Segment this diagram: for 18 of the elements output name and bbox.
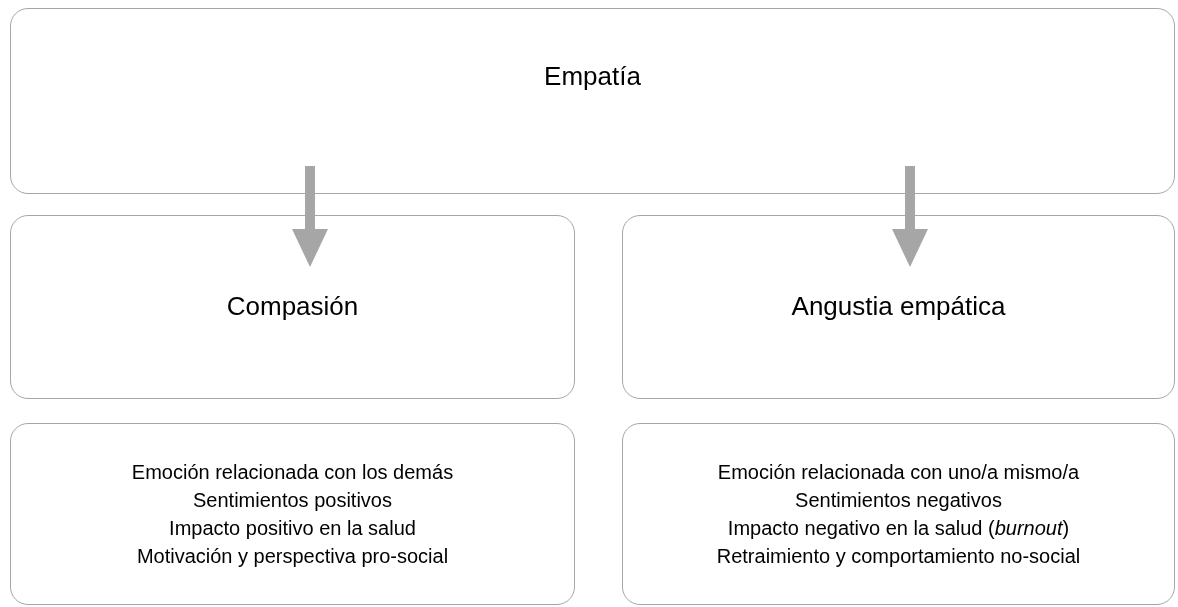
node-title: Compasión [226, 291, 359, 323]
arrow [892, 166, 928, 267]
concept-box [10, 8, 1175, 194]
description-text: Retraimiento y comportamiento no-social [716, 544, 1081, 569]
node-title: Empatía [544, 61, 641, 93]
description-text: Emoción relacionada con uno/a mismo/a [717, 460, 1080, 485]
description-text: Impacto negativo en la salud (burnout) [727, 516, 1070, 541]
description-box [10, 423, 575, 605]
arrow [292, 166, 328, 267]
description-text: Emoción relacionada con los demás [131, 460, 454, 485]
description-text: Impacto positivo en la salud [169, 516, 416, 541]
concept-box [622, 215, 1175, 399]
description-box [622, 423, 1175, 605]
node-title: Angustia empática [791, 291, 1006, 323]
description-text: Sentimientos negativos [795, 488, 1002, 513]
concept-box [10, 215, 575, 399]
description-text: Sentimientos positivos [193, 488, 392, 513]
description-text: Motivación y perspectiva pro-social [136, 544, 449, 569]
